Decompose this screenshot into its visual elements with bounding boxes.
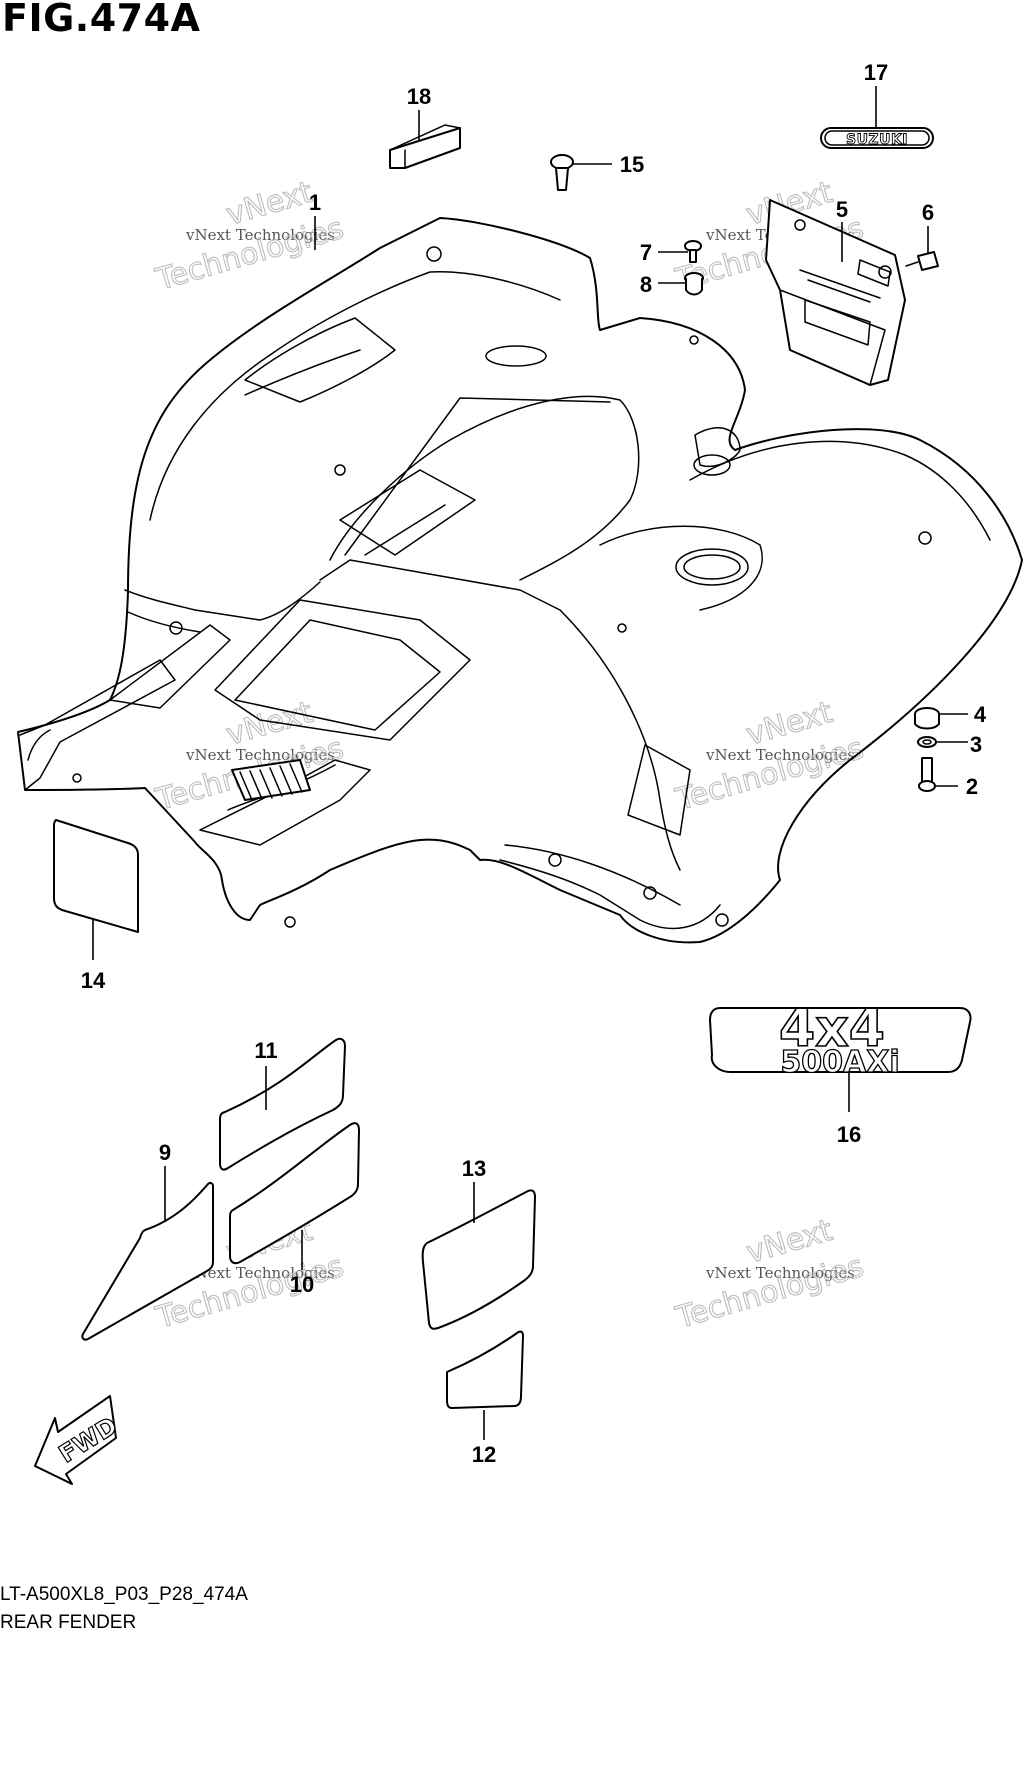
callout-4: 4 xyxy=(974,702,987,727)
callout-5: 5 xyxy=(836,197,848,222)
bolt-part-2[interactable] xyxy=(918,757,936,792)
label-part-11[interactable] xyxy=(219,1037,346,1171)
watermark-bottom-right: vNext Technologies vNext Technologies xyxy=(671,1212,868,1336)
label-part-13[interactable] xyxy=(421,1189,536,1330)
callout-3: 3 xyxy=(970,732,982,757)
svg-text:4x4: 4x4 xyxy=(779,999,885,1059)
callout-7: 7 xyxy=(640,240,652,265)
callout-14: 14 xyxy=(81,968,106,993)
svg-text:SUZUKI: SUZUKI xyxy=(846,132,908,148)
callout-numbers: 18 17 15 1 5 6 7 8 4 3 2 14 16 11 9 10 1… xyxy=(81,60,987,1467)
callout-1: 1 xyxy=(309,190,321,215)
rear-fender-drawing xyxy=(17,217,1023,944)
nut-part-8[interactable] xyxy=(684,272,704,296)
callout-15: 15 xyxy=(620,152,644,177)
callout-8: 8 xyxy=(640,272,652,297)
watermark-mid-right: vNext Technologies vNext Technologies xyxy=(671,694,868,818)
callout-6: 6 xyxy=(922,200,934,225)
callout-18: 18 xyxy=(407,84,431,109)
model-emblem-part-16[interactable]: 4x4 500AXi xyxy=(709,998,972,1081)
callout-2: 2 xyxy=(966,774,978,799)
svg-text:500AXi: 500AXi xyxy=(780,1045,899,1080)
leader-lines xyxy=(92,86,968,1440)
svg-text:vNext Technologies: vNext Technologies xyxy=(185,1264,335,1282)
cushion-pad-part-18[interactable] xyxy=(389,124,461,169)
figure-title: FIG.474A xyxy=(2,0,201,40)
grommet-part-4[interactable] xyxy=(914,707,940,730)
suzuki-emblem-part-17[interactable]: SUZUKI xyxy=(820,127,934,149)
screw-part-6[interactable] xyxy=(905,251,939,271)
label-part-9[interactable] xyxy=(81,1181,214,1341)
label-part-10[interactable] xyxy=(229,1122,360,1265)
label-part-14[interactable] xyxy=(53,819,139,933)
svg-text:vNext Technologies: vNext Technologies xyxy=(705,746,855,764)
figure-code: LT-A500XL8_P03_P28_474A xyxy=(0,1584,248,1605)
label-part-12[interactable] xyxy=(446,1330,524,1409)
forward-direction-arrow: FWD xyxy=(34,1395,123,1485)
callout-12: 12 xyxy=(472,1442,496,1467)
bracket-part-5[interactable] xyxy=(765,199,906,386)
callout-10: 10 xyxy=(290,1272,314,1297)
svg-text:vNext Technologies: vNext Technologies xyxy=(185,226,335,244)
callout-16: 16 xyxy=(837,1122,861,1147)
callout-9: 9 xyxy=(159,1140,171,1165)
callout-11: 11 xyxy=(254,1038,277,1063)
screw-part-7[interactable] xyxy=(684,240,702,263)
callout-13: 13 xyxy=(462,1156,486,1181)
washer-part-3[interactable] xyxy=(917,736,937,748)
clip-part-15[interactable] xyxy=(550,154,574,191)
figure-name: REAR FENDER xyxy=(0,1612,137,1633)
svg-text:vNext Technologies: vNext Technologies xyxy=(705,1264,855,1282)
vent-grille xyxy=(231,759,311,801)
callout-17: 17 xyxy=(864,60,888,85)
